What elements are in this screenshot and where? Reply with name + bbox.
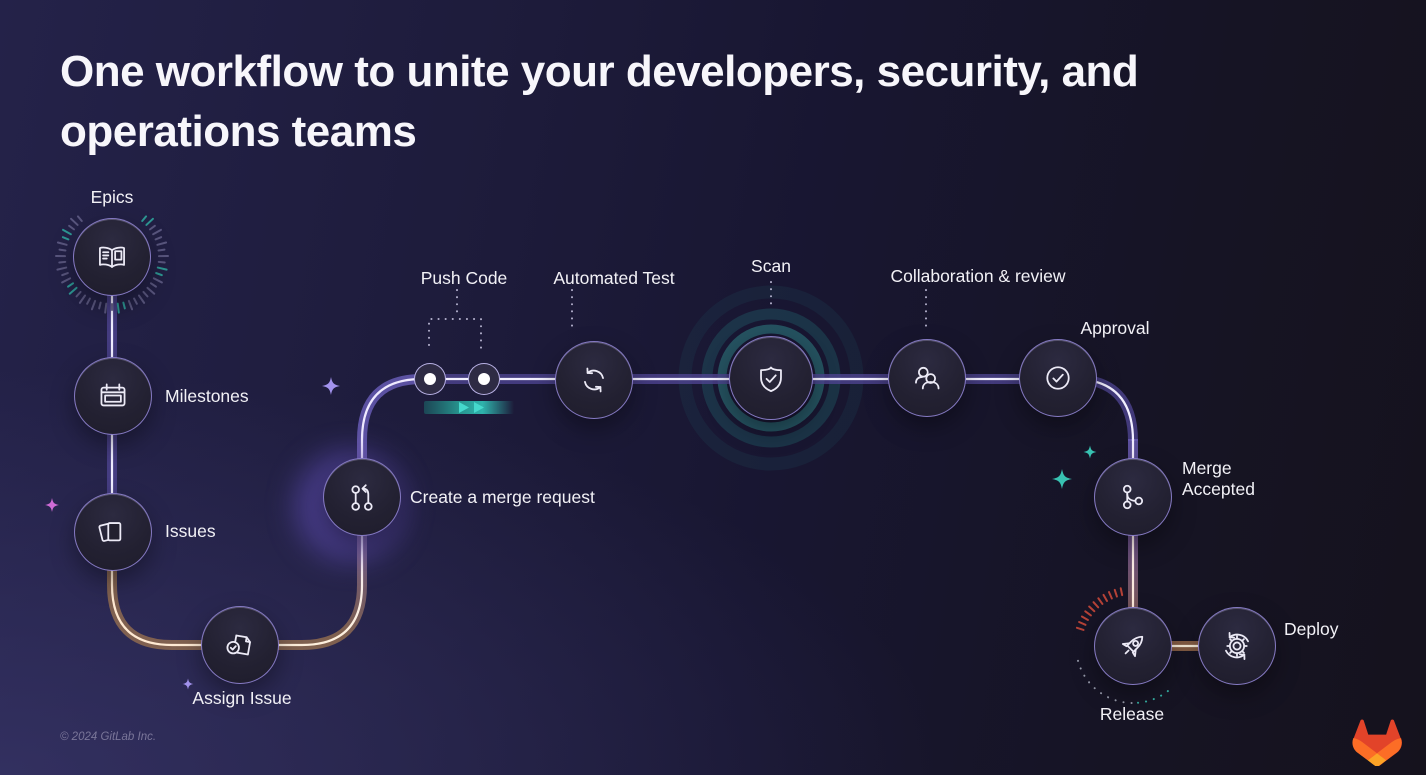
rocket-icon bbox=[1121, 635, 1144, 658]
node-label-automated-test: Automated Test bbox=[553, 268, 675, 288]
commit-dot-1 bbox=[414, 363, 446, 395]
dotted-leader-lines bbox=[428, 281, 927, 351]
book-icon bbox=[99, 246, 125, 268]
document-check-icon bbox=[226, 634, 251, 656]
node-automated-test bbox=[555, 341, 633, 419]
node-merge-accepted bbox=[1094, 458, 1172, 536]
node-deploy bbox=[1198, 607, 1276, 685]
node-assign-issue bbox=[201, 606, 279, 684]
check-circle-icon bbox=[1046, 366, 1070, 390]
node-milestones bbox=[74, 357, 152, 435]
node-release bbox=[1094, 607, 1172, 685]
connector-core bbox=[110, 250, 1237, 648]
node-label-milestones: Milestones bbox=[165, 386, 249, 406]
node-epics bbox=[73, 218, 151, 296]
git-merge-icon bbox=[1122, 484, 1144, 510]
copyright-text: © 2024 GitLab Inc. bbox=[60, 731, 157, 743]
sync-arrows-icon bbox=[584, 367, 604, 393]
stacked-cards-icon bbox=[98, 522, 122, 542]
commit-dot-2 bbox=[468, 363, 500, 395]
node-label-create-merge-request: Create a merge request bbox=[410, 487, 595, 507]
node-label-issues: Issues bbox=[165, 521, 216, 541]
node-label-merge-accepted: Merge Accepted bbox=[1182, 458, 1255, 499]
node-issues bbox=[74, 493, 152, 571]
gear-arrows-icon bbox=[1225, 631, 1249, 661]
push-progress-bar bbox=[424, 401, 514, 414]
sparkle-stars bbox=[45, 377, 1097, 690]
shield-check-icon bbox=[760, 366, 782, 393]
node-label-assign-issue: Assign Issue bbox=[192, 688, 292, 708]
node-approval bbox=[1019, 339, 1097, 417]
node-label-approval: Approval bbox=[1080, 318, 1150, 338]
merge-request-icon bbox=[351, 484, 373, 511]
gitlab-tanuki-logo bbox=[1352, 719, 1402, 766]
node-label-epics: Epics bbox=[90, 187, 134, 207]
node-label-scan: Scan bbox=[751, 256, 791, 276]
node-collaboration-review bbox=[888, 339, 966, 417]
release-dotted-arcs bbox=[1077, 659, 1171, 705]
node-create-merge-request bbox=[323, 458, 401, 536]
node-label-collaboration-review: Collaboration & review bbox=[890, 266, 1066, 286]
node-scan bbox=[729, 336, 813, 420]
node-label-push-code: Push Code bbox=[420, 268, 508, 288]
dial-tick-marks bbox=[55, 215, 1124, 631]
node-label-release: Release bbox=[1099, 704, 1165, 724]
connector-glow bbox=[107, 250, 1237, 651]
two-users-icon bbox=[915, 366, 940, 390]
page-title: One workflow to unite your developers, s… bbox=[60, 47, 1139, 156]
calendar-icon bbox=[100, 383, 126, 407]
node-label-deploy: Deploy bbox=[1284, 619, 1339, 639]
